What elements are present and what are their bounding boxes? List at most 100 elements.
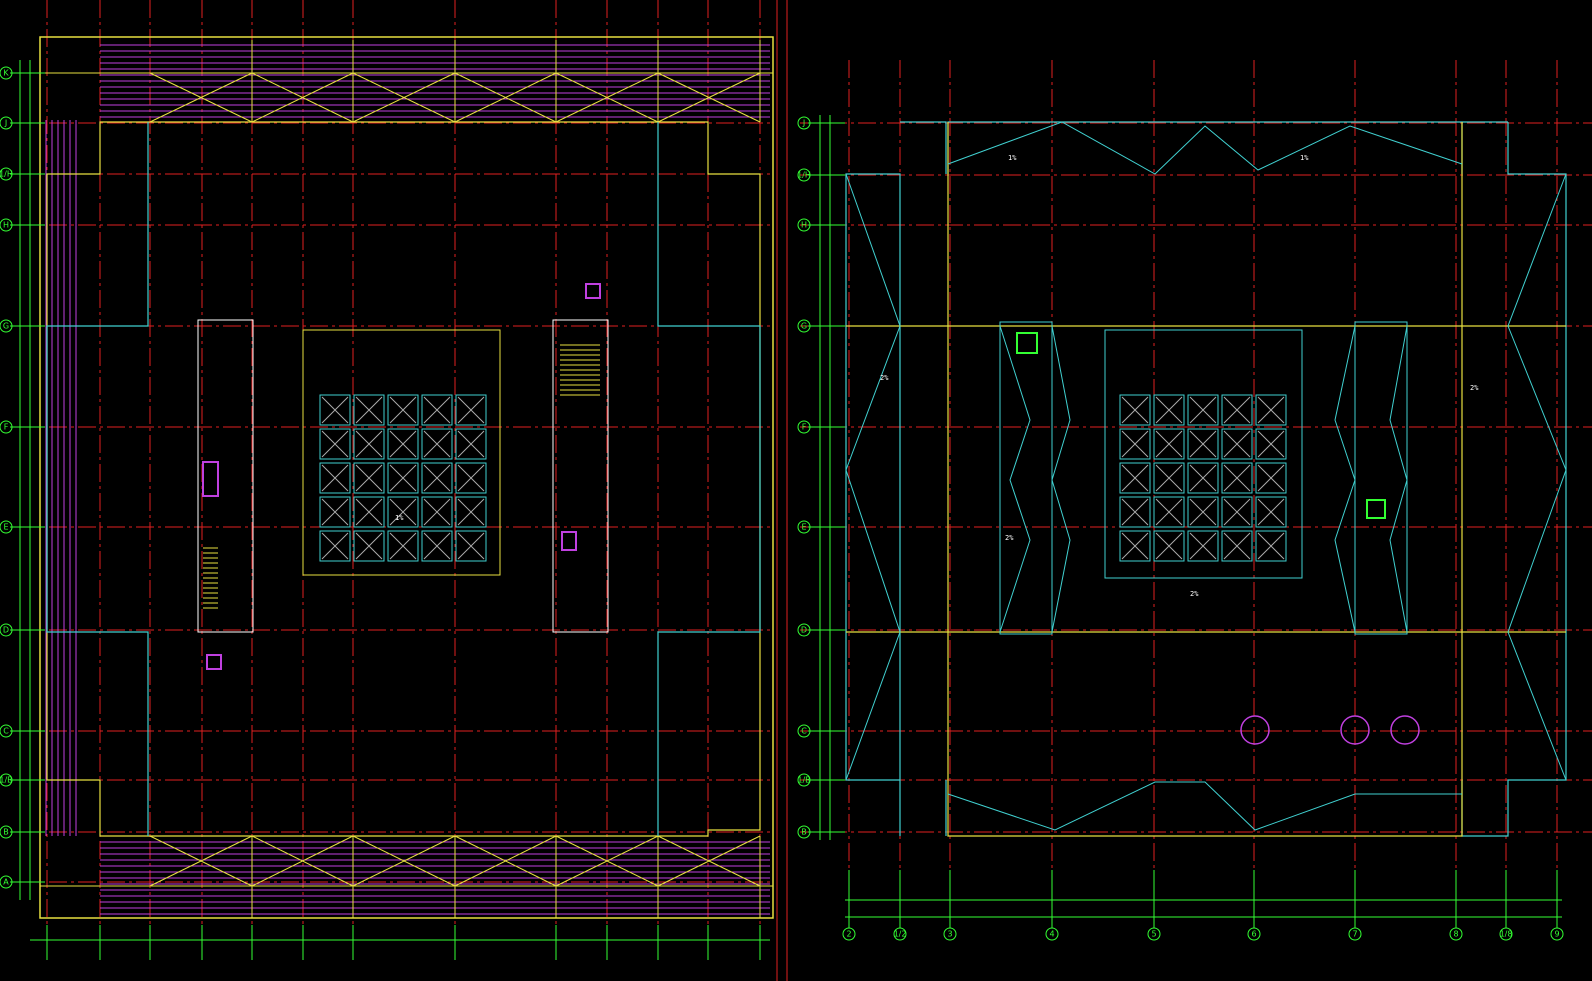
skylight-panel xyxy=(455,496,487,528)
axis-label: 1/8 xyxy=(1500,930,1513,939)
skylight-panel xyxy=(421,530,453,562)
skylight-cross xyxy=(457,430,485,458)
axis-label: 5 xyxy=(1151,930,1156,939)
skylight-panel xyxy=(1255,428,1287,460)
skylight-cross xyxy=(1121,532,1149,560)
skylight-panel xyxy=(421,462,453,494)
axis-bubble xyxy=(0,724,13,738)
skylight-panel xyxy=(1119,496,1151,528)
skylight-panel xyxy=(353,428,385,460)
skylight-panel xyxy=(353,530,385,562)
skylight-cross xyxy=(389,396,417,424)
skylight-cross xyxy=(1189,464,1217,492)
skylight-panel xyxy=(421,394,453,426)
skylight-cross xyxy=(355,532,383,560)
core-left xyxy=(197,319,254,633)
axis-bubble xyxy=(797,773,811,787)
cross-brace xyxy=(149,72,253,887)
skylight-cross xyxy=(423,396,451,424)
skylight-cross xyxy=(355,464,383,492)
axis-label: 2 xyxy=(846,930,851,939)
skylight-cross xyxy=(1189,532,1217,560)
axis-bubble xyxy=(0,623,13,637)
skylight-panel xyxy=(387,496,419,528)
skylight-cross xyxy=(355,498,383,526)
cross-brace xyxy=(555,72,659,887)
axis-label: B xyxy=(801,828,807,837)
skylight-panel xyxy=(319,394,351,426)
skylight-grid xyxy=(319,394,487,562)
skylight-cross xyxy=(321,464,349,492)
shaft xyxy=(202,461,219,497)
skylight-panel xyxy=(1255,530,1287,562)
skylight-cross xyxy=(1223,532,1251,560)
skylight-cross xyxy=(389,430,417,458)
skylight-panel xyxy=(1221,530,1253,562)
axis-label: 1/2 xyxy=(894,930,907,939)
skylight-panel xyxy=(1153,496,1185,528)
skylight-panel xyxy=(1255,462,1287,494)
skylight-cross xyxy=(1155,464,1183,492)
skylight-cross xyxy=(321,498,349,526)
axis-bubble xyxy=(797,168,811,182)
vent xyxy=(206,654,222,670)
skylight-panel xyxy=(1221,428,1253,460)
skylight-cross xyxy=(1257,498,1285,526)
axis-label: J xyxy=(802,119,805,128)
slope-label: 2% xyxy=(1190,590,1199,598)
axis-label: F xyxy=(802,423,807,432)
skylight-panel xyxy=(421,496,453,528)
skylight-panel xyxy=(319,428,351,460)
axis-label: D xyxy=(3,626,9,635)
skylight-cross xyxy=(1257,464,1285,492)
axis-bubble xyxy=(943,927,957,941)
cross-brace xyxy=(454,72,557,887)
axis-label: 1/H xyxy=(797,171,811,180)
core-right xyxy=(1354,321,1408,635)
shaft xyxy=(561,531,577,551)
axis-bubble xyxy=(797,319,811,333)
axis-bubble xyxy=(0,167,13,181)
axis-label: 9 xyxy=(1554,930,1559,939)
drainage-ridge-lines xyxy=(845,121,1567,831)
axis-bubble xyxy=(0,773,13,787)
skylight-panel xyxy=(1153,428,1185,460)
axis-label: G xyxy=(3,322,9,331)
axis-bubble xyxy=(797,825,811,839)
axis-label: 1/B xyxy=(0,776,13,785)
axis-bubble xyxy=(1247,927,1261,941)
skylight-cross xyxy=(1155,396,1183,424)
skylight-cross xyxy=(1155,430,1183,458)
axis-label: 3 xyxy=(947,930,952,939)
skylight-panel xyxy=(1153,462,1185,494)
stairs xyxy=(203,344,600,609)
skylight-panel xyxy=(1153,530,1185,562)
roof-drain xyxy=(1390,715,1420,745)
axis-label: A xyxy=(3,878,9,887)
right-roof-plan: 1% 1% 2% 2% 2% 2% 1% xyxy=(395,121,1567,837)
axis-label: E xyxy=(801,523,806,532)
skylight-cross xyxy=(1257,532,1285,560)
skylight-panel xyxy=(353,462,385,494)
skylight-panel xyxy=(1119,394,1151,426)
skylight-cross xyxy=(1121,464,1149,492)
axis-label: B xyxy=(3,828,9,837)
axis-bubble xyxy=(0,116,13,130)
skylight-cross xyxy=(1223,396,1251,424)
skylight-panel xyxy=(455,462,487,494)
slope-label: 1% xyxy=(1008,154,1017,162)
skylight-panel xyxy=(1187,496,1219,528)
axis-bubble xyxy=(797,623,811,637)
skylight-cross xyxy=(321,532,349,560)
axis-label: G xyxy=(801,322,807,331)
axis-bubble xyxy=(797,116,811,130)
axis-label: H xyxy=(3,221,9,230)
core-left xyxy=(999,321,1053,635)
skylight-panel xyxy=(353,496,385,528)
skylight-cross xyxy=(321,396,349,424)
skylight-cross xyxy=(1121,498,1149,526)
central-skylight-curb xyxy=(302,329,501,576)
axis-bubble xyxy=(1045,927,1059,941)
cross-brace xyxy=(657,72,761,887)
